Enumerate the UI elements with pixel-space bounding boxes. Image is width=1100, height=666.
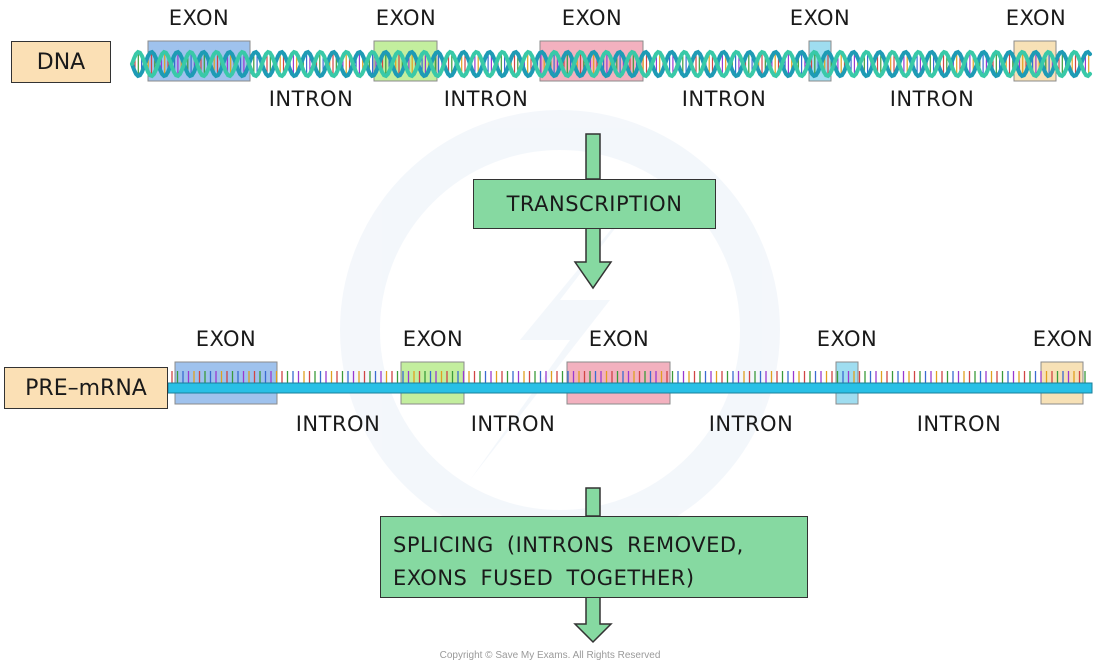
dna-strand-1	[130, 49, 1092, 79]
dna-label-box: DNA	[11, 41, 111, 83]
pre-mrna-label-box: PRE–mRNA	[4, 367, 168, 409]
splicing-line-2: EXONS FUSED TOGETHER)	[393, 566, 695, 590]
dna-intron-label-3: INTRON	[681, 87, 767, 111]
mrna-intron-label-3: INTRON	[708, 412, 794, 436]
mrna-intron-label-1: INTRON	[295, 412, 381, 436]
splicing-box: SPLICING (INTRONS REMOVED, EXONS FUSED T…	[380, 516, 808, 598]
mrna-exon-label-5: EXON	[1032, 327, 1094, 351]
mrna-exon-label-3: EXON	[588, 327, 650, 351]
arrow-down-2	[573, 227, 613, 290]
dna-helix	[130, 40, 1092, 82]
dna-strand-2	[130, 49, 1092, 79]
pre-mrna-label: PRE–mRNA	[25, 375, 147, 401]
dna-intron-label-4: INTRON	[889, 87, 975, 111]
dna-exon-label-2: EXON	[375, 6, 437, 30]
dna-intron-label-2: INTRON	[443, 87, 529, 111]
mrna-exon-label-1: EXON	[195, 327, 257, 351]
dna-intron-label-1: INTRON	[268, 87, 354, 111]
mrna-backbone	[167, 382, 1093, 394]
mrna-exon-label-4: EXON	[816, 327, 878, 351]
mrna-exon-label-2: EXON	[402, 327, 464, 351]
splicing-line-1: SPLICING (INTRONS REMOVED,	[393, 533, 744, 557]
dna-exon-label-3: EXON	[561, 6, 623, 30]
pre-mrna-strand	[167, 361, 1093, 405]
copyright-notice: Copyright © Save My Exams. All Rights Re…	[439, 650, 661, 661]
dna-label: DNA	[36, 49, 86, 75]
transcription-box: TRANSCRIPTION	[473, 179, 716, 229]
dna-exon-label-1: EXON	[168, 6, 230, 30]
mrna-intron-label-4: INTRON	[916, 412, 1002, 436]
mrna-intron-label-2: INTRON	[470, 412, 556, 436]
arrow-down-1	[585, 133, 601, 180]
dna-exon-label-4: EXON	[789, 6, 851, 30]
arrow-down-3	[585, 487, 601, 517]
dna-exon-label-5: EXON	[1005, 6, 1067, 30]
arrow-down-4	[573, 596, 613, 644]
transcription-label: TRANSCRIPTION	[506, 192, 683, 216]
